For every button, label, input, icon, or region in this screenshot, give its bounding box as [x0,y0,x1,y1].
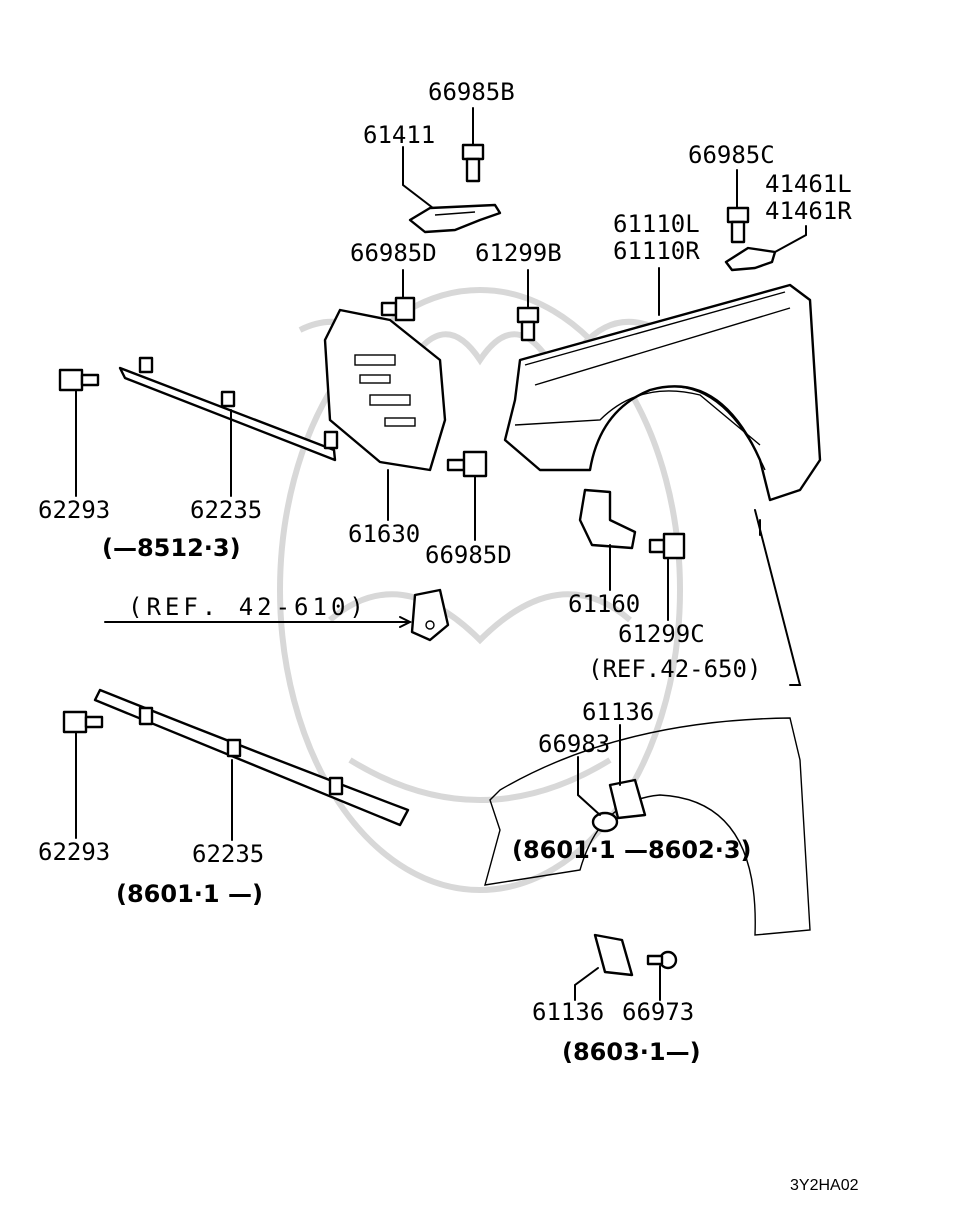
label-66985D-lower: 66985D [425,541,512,569]
clip-61136-upper-icon [608,778,647,820]
label-62235-lower: 62235 [192,840,265,868]
label-61299C: 61299C [618,620,705,648]
label-61630: 61630 [348,520,421,548]
bolt-62293-upper-icon [58,368,100,392]
bolt-66985D-lower-icon [446,450,488,478]
label-61136-lower: 61136 [532,998,605,1026]
label-66985B: 66985B [428,78,515,106]
label-41461L: 41461L [765,170,852,198]
label-66985C: 66985C [688,141,775,169]
screw-66973-icon [646,950,678,970]
front-fender-61110-icon [503,283,822,502]
bracket-41461-icon [724,246,777,272]
bolt-62293-lower-icon [62,710,104,734]
label-62293-upper: 62293 [38,496,111,524]
grommet-66983-icon [591,811,619,833]
label-62293-lower: 62293 [38,838,111,866]
bracket-61411-icon [408,203,502,234]
label-61160: 61160 [568,590,641,618]
ref-42-610: (REF. 42-610) [128,593,368,621]
bolt-66985C-icon [726,206,750,244]
label-61110L: 61110L [613,210,700,238]
label-61110R: 61110R [613,237,700,265]
label-61136-upper: 61136 [582,698,655,726]
bolt-66985B-icon [461,143,485,183]
date-note-post-8601: (8601·1 —) [116,880,263,908]
clip-ref-42-610-icon [410,588,450,642]
clip-61136-lower-icon [593,933,634,977]
date-note-pre-8512: (—8512·3) [102,534,241,562]
label-62235-upper: 62235 [190,496,263,524]
bolt-61299B-icon [516,306,540,342]
diagram-code: 3Y2HA02 [790,1177,859,1194]
date-note-8601-8602: (8601·1 —8602·3) [512,836,752,864]
date-note-post-8603: (8603·1—) [562,1038,701,1066]
label-66973: 66973 [622,998,695,1026]
ref-42-650: (REF.42-650) [588,655,762,683]
bumper-strip-62235-upper-icon [118,356,339,462]
label-66983: 66983 [538,730,611,758]
label-61299B: 61299B [475,239,562,267]
bolt-66985D-upper-icon [380,296,416,322]
bolt-61299C-icon [648,532,686,560]
panel-61630-icon [323,308,447,472]
label-41461R: 41461R [765,197,852,225]
bracket-61160-icon [578,488,637,550]
bumper-strip-62235-lower-icon [93,688,410,827]
label-61411: 61411 [363,121,436,149]
label-66985D-upper: 66985D [350,239,437,267]
